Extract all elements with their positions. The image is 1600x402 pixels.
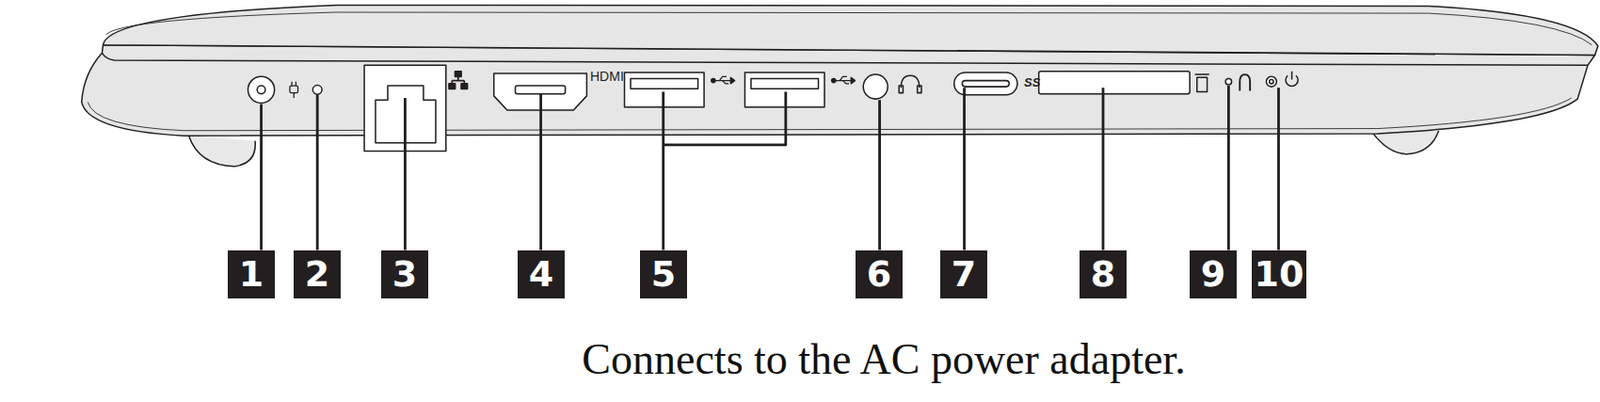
- power-jack: [247, 76, 274, 103]
- headset-icon: [898, 75, 922, 93]
- callout-number: 1: [227, 250, 275, 299]
- lid-edge: [106, 12, 1593, 46]
- callout-number: 10: [1251, 250, 1308, 299]
- rubber-foot: [189, 135, 256, 167]
- callout-number: 3: [381, 250, 429, 299]
- card-reader-slot: [1039, 71, 1190, 95]
- callout-number: 7: [940, 250, 988, 299]
- usb-c-port-inner: [961, 80, 1009, 88]
- port-label: HDMI: [590, 68, 624, 84]
- novo-icon: [1239, 74, 1250, 91]
- callout-number: 6: [855, 250, 903, 299]
- power-jack-pin: [256, 85, 266, 95]
- laptop-lid: [103, 4, 1599, 55]
- rubber-foot: [1372, 130, 1439, 155]
- parting-line: [101, 52, 1588, 65]
- power-icon: [1285, 71, 1298, 87]
- power-led-inner: [1269, 80, 1274, 84]
- laptop-base: [81, 45, 1596, 136]
- callout-number: 2: [293, 250, 341, 299]
- callout-number: 4: [517, 250, 565, 299]
- usb-port: [624, 72, 826, 108]
- power-icon: [289, 81, 299, 98]
- network-icon: [448, 71, 468, 89]
- superspeed-label: SS: [1024, 75, 1040, 90]
- usb-icon: [711, 76, 856, 84]
- hdmi-port-inner: [515, 85, 566, 95]
- base-edge: [87, 97, 1571, 131]
- audio-jack: [863, 74, 888, 99]
- caption: Connects to the AC power adapter.: [581, 334, 1185, 385]
- battery-led: [312, 84, 322, 95]
- leader-lines: [261, 85, 1280, 250]
- power-led: [1265, 76, 1277, 87]
- callout-number: 9: [1189, 250, 1237, 299]
- card-icon: [1195, 74, 1210, 92]
- callout-number: 5: [640, 250, 688, 299]
- callout-number: 8: [1079, 250, 1127, 299]
- novo-button: [1225, 78, 1232, 85]
